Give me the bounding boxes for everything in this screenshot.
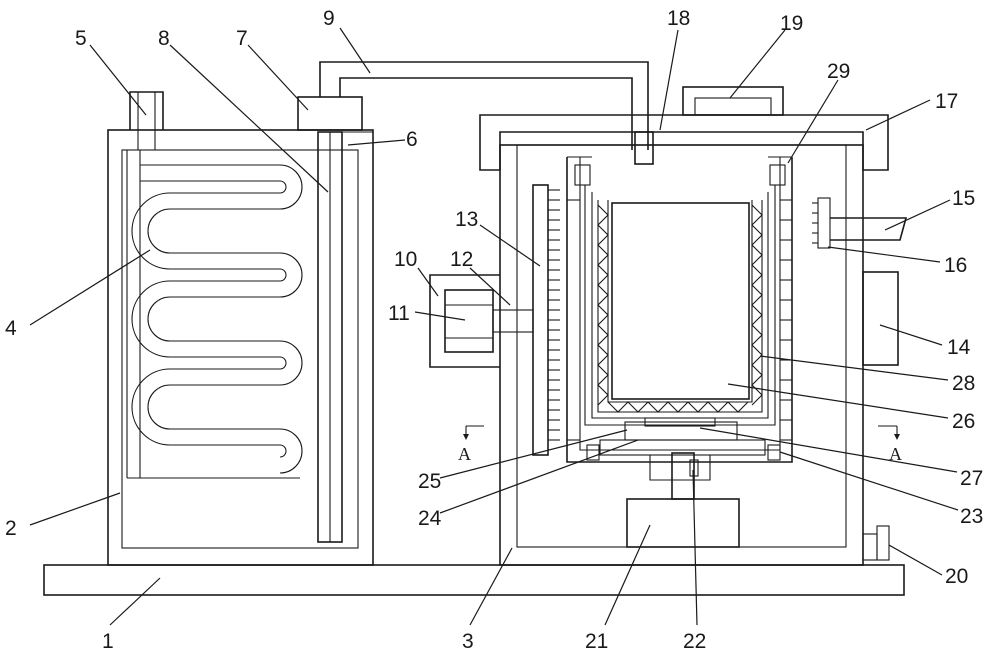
label-18: 18 [667,7,690,30]
label-6: 6 [406,128,418,151]
handle [682,86,784,116]
label-12: 12 [450,248,473,271]
label-29: 29 [827,60,850,83]
outer-cylinder [566,156,793,463]
serpentine-coil [126,150,303,479]
side-motor [429,274,534,368]
lid [479,114,889,171]
label-5: 5 [75,27,87,50]
vertical-tube [317,131,373,543]
label-15: 15 [952,187,975,210]
label-19: 19 [780,12,803,35]
label-24: 24 [418,507,442,530]
outlet-pipe [129,91,164,150]
label-3: 3 [462,630,474,653]
sensor-rod [812,197,908,249]
drain-valve [862,525,890,561]
label-20: 20 [945,565,968,588]
inner-liner [584,185,776,426]
condenser-box [107,129,374,566]
label-10: 10 [394,248,417,271]
section-marks: A A [458,425,902,464]
label-7: 7 [236,27,248,50]
inner-chamber [611,202,750,400]
base-plate [43,564,905,596]
top-supports [574,164,786,186]
label-14: 14 [947,336,971,359]
label-1: 1 [102,630,114,653]
label-28: 28 [952,372,975,395]
label-11: 11 [388,302,410,325]
label-2: 2 [5,517,17,540]
label-16: 16 [944,254,967,277]
label-25: 25 [418,470,441,493]
label-21: 21 [585,630,608,653]
section-mark-left: A [458,444,471,464]
bottom-motor [626,452,740,548]
control-box [862,271,899,366]
insulation-layer [597,200,763,413]
label-9: 9 [323,7,335,30]
label-22: 22 [683,630,706,653]
label-8: 8 [158,27,170,50]
label-13: 13 [455,208,478,231]
heating-rack [532,184,580,456]
label-17: 17 [935,90,958,113]
label-26: 26 [952,410,975,433]
main-housing [499,144,864,566]
section-mark-right: A [889,444,902,464]
pump [297,96,363,131]
right-ribs [780,199,792,441]
top-pipe [319,61,649,150]
label-4: 4 [5,317,17,340]
inlet-nozzle [634,131,654,165]
label-23: 23 [960,505,983,528]
label-27: 27 [960,467,983,490]
leader-lines [29,27,959,626]
reference-numerals: 1 2 3 4 5 6 7 8 9 10 11 12 13 14 15 16 1… [5,7,983,653]
